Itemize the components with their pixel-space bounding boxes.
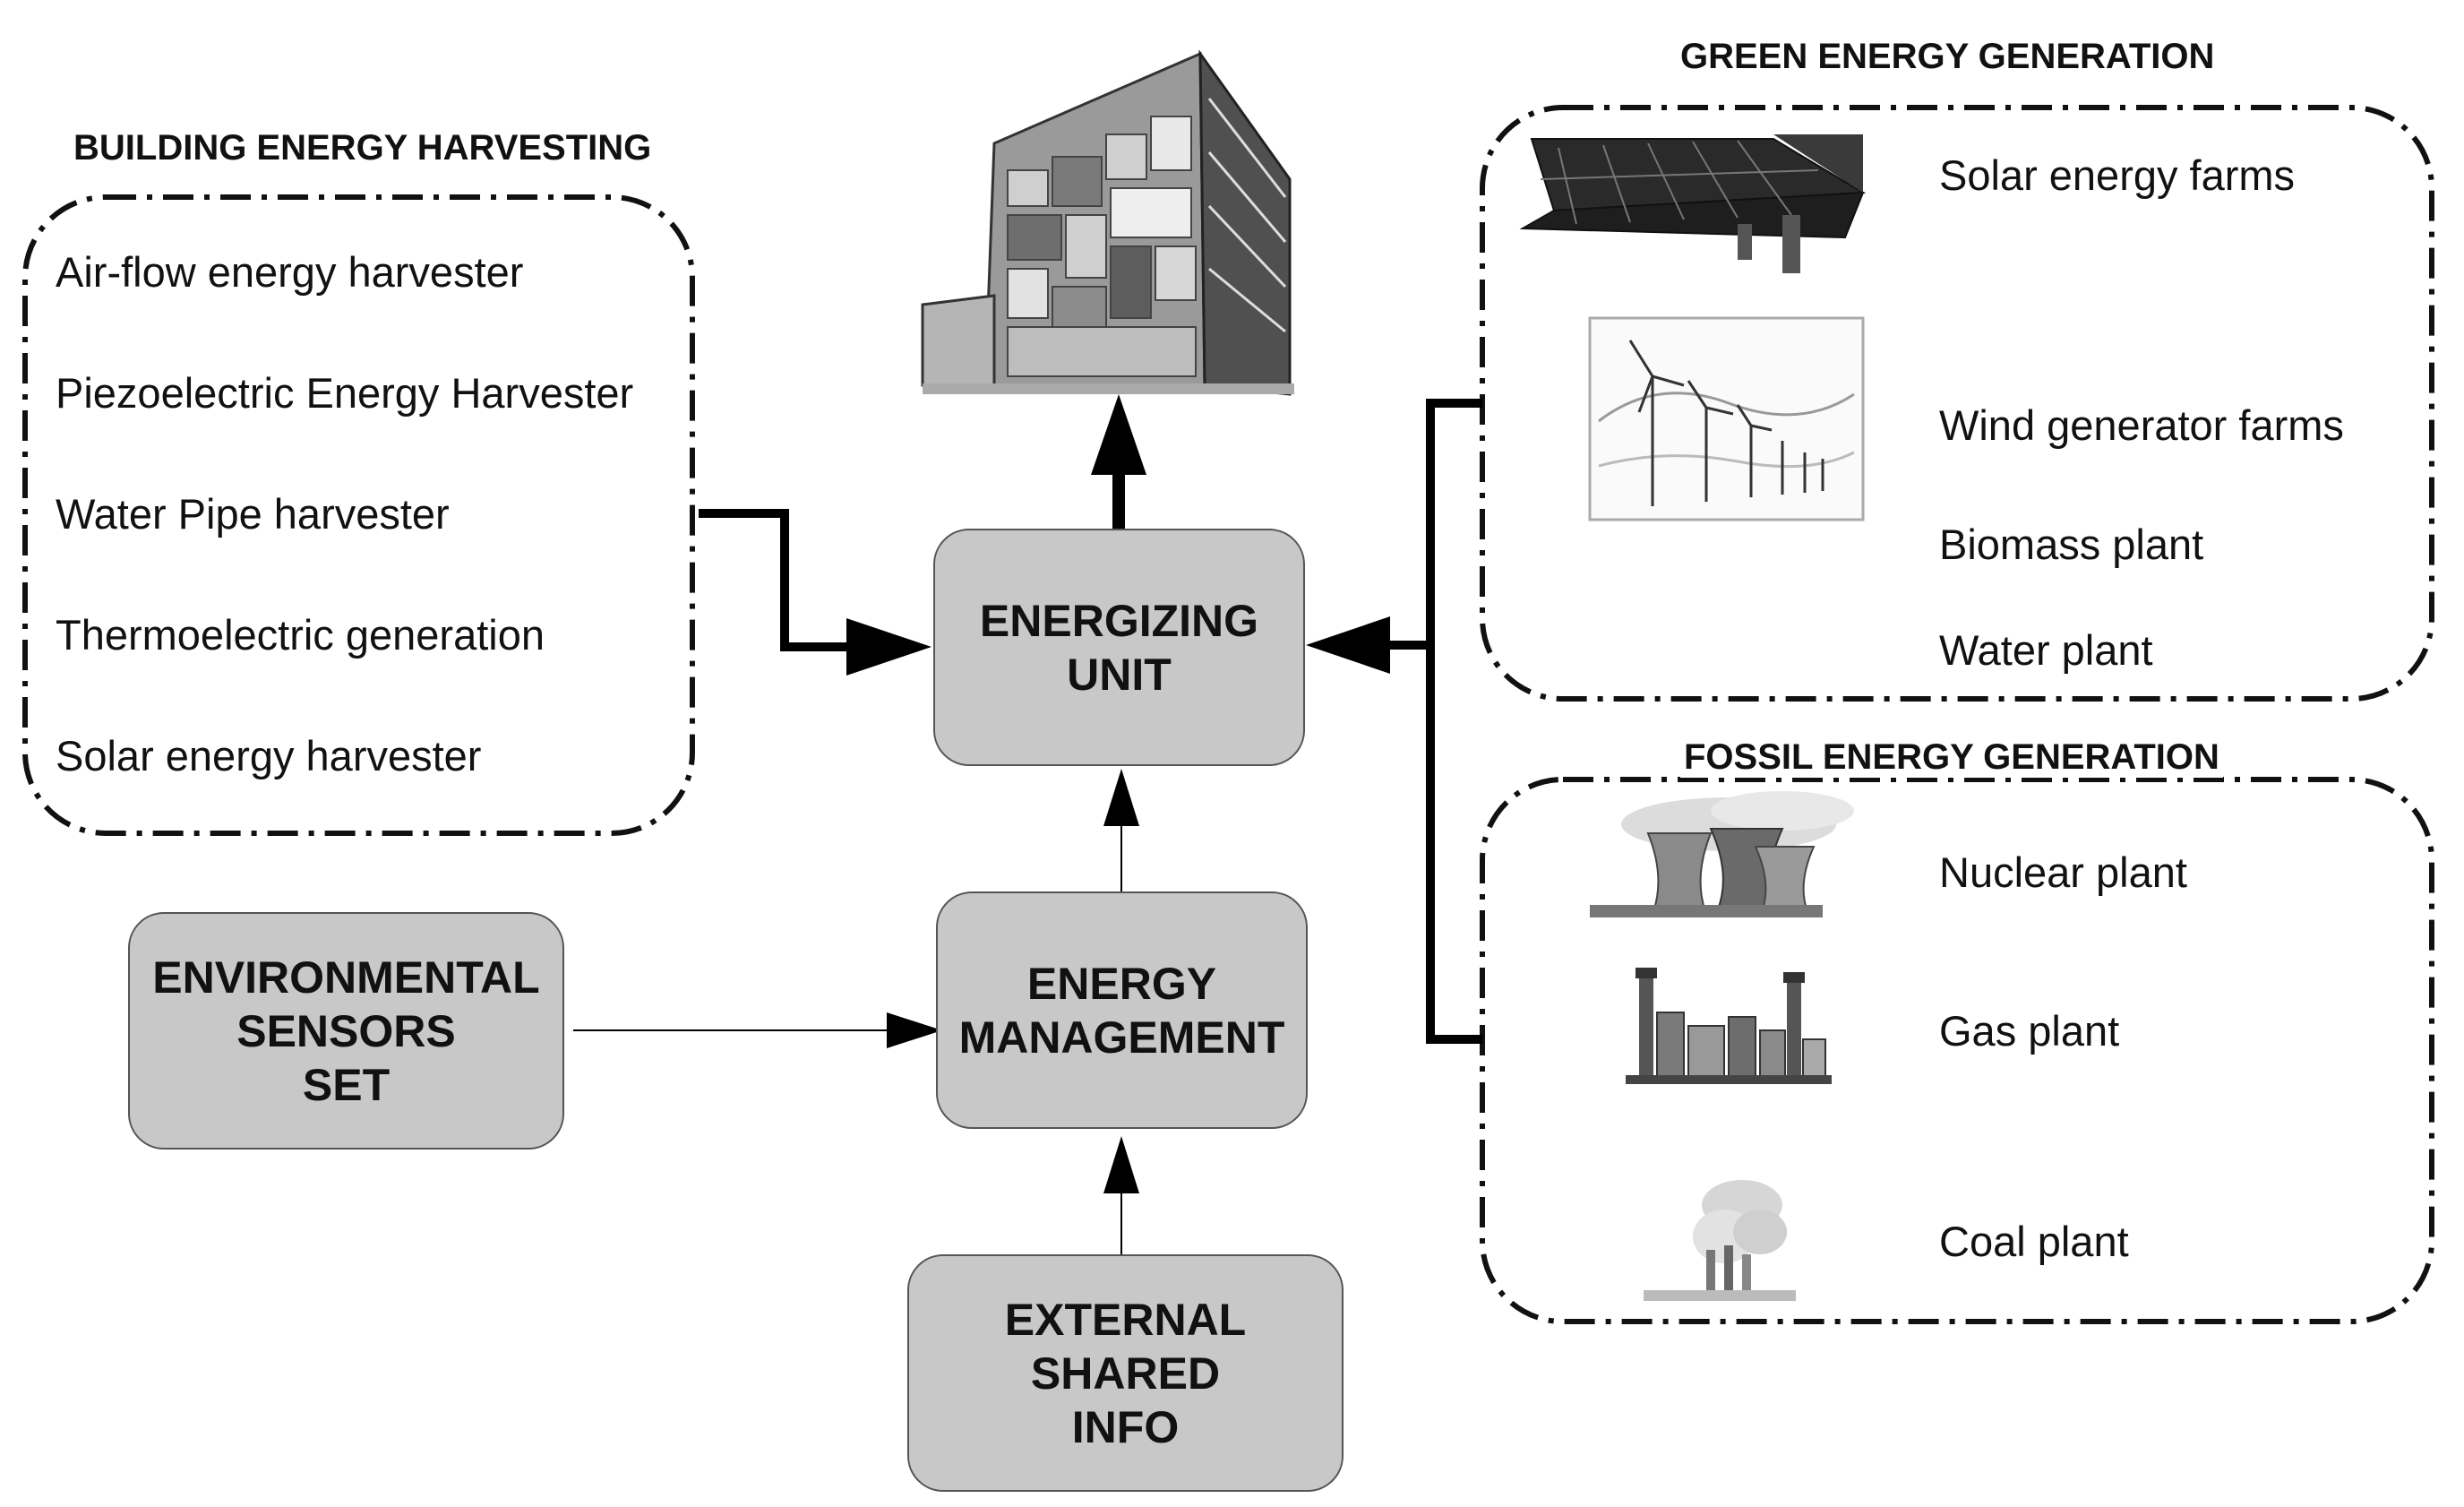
- external-shared-info-line-3: INFO: [1071, 1401, 1180, 1452]
- green-item-wind-farms: Wind generator farms: [1939, 401, 2344, 449]
- arrowhead-energizing-to-building: [1091, 394, 1146, 475]
- fossil-item-gas: Gas plant: [1939, 1007, 2120, 1055]
- fossil-item-nuclear: Nuclear plant: [1939, 848, 2187, 896]
- arrowhead-external-to-management: [1103, 1136, 1139, 1193]
- energizing-unit-line-2: UNIT: [1067, 649, 1172, 700]
- external-shared-info-line-1: EXTERNAL: [1004, 1294, 1247, 1345]
- building-item-piezoelectric: Piezoelectric Energy Harvester: [56, 369, 634, 417]
- building-harvesting-container: [22, 194, 695, 836]
- nuclear-plant-icon: [1590, 791, 1854, 917]
- green-item-solar-farms: Solar energy farms: [1939, 151, 2296, 199]
- wind-turbine-icon: [1588, 316, 1865, 521]
- gas-plant-icon: [1626, 968, 1832, 1084]
- building-item-water-pipe: Water Pipe harvester: [56, 490, 450, 538]
- building-item-airflow: Air-flow energy harvester: [56, 248, 524, 296]
- building-item-solar: Solar energy harvester: [56, 732, 482, 779]
- environmental-sensors-line-2: SENSORS: [236, 1005, 456, 1056]
- building-icon: [921, 49, 1294, 396]
- environmental-sensors-box: ENVIRONMENTAL SENSORS SET: [128, 912, 564, 1150]
- building-harvesting-title: BUILDING ENERGY HARVESTING: [73, 128, 652, 168]
- energizing-unit-line-1: ENERGIZING: [979, 595, 1259, 646]
- energy-management-box: ENERGY MANAGEMENT: [936, 891, 1308, 1129]
- energizing-unit-box: ENERGIZING UNIT: [933, 529, 1305, 766]
- fossil-energy-container: [1480, 777, 2434, 1324]
- arrowhead-sensors-to-management: [887, 1012, 942, 1048]
- energy-management-line-2: MANAGEMENT: [958, 1012, 1285, 1063]
- external-shared-info-box: EXTERNAL SHARED INFO: [907, 1254, 1344, 1492]
- green-energy-title: GREEN ENERGY GENERATION: [1680, 37, 2215, 76]
- environmental-sensors-line-1: ENVIRONMENTAL: [152, 952, 540, 1003]
- arrowhead-management-to-energizing: [1103, 769, 1139, 826]
- fossil-item-coal: Coal plant: [1939, 1218, 2129, 1265]
- arrowhead-building-to-energizing: [846, 618, 932, 676]
- green-item-water-plant: Water plant: [1939, 626, 2153, 674]
- energy-management-line-1: ENERGY: [1026, 958, 1217, 1009]
- external-shared-info-line-2: SHARED: [1030, 1348, 1221, 1399]
- connector-building-to-energizing: [699, 509, 846, 651]
- connector-generation-bracket: [1426, 399, 1482, 1044]
- environmental-sensors-line-3: SET: [302, 1059, 391, 1110]
- green-item-biomass: Biomass plant: [1939, 521, 2204, 568]
- building-item-thermoelectric: Thermoelectric generation: [56, 611, 545, 659]
- fossil-energy-title: FOSSIL ENERGY GENERATION: [1680, 737, 2223, 778]
- solar-panel-icon: [1519, 134, 1867, 273]
- coal-plant-icon: [1644, 1180, 1796, 1301]
- arrowhead-generation-to-energizing: [1306, 616, 1390, 674]
